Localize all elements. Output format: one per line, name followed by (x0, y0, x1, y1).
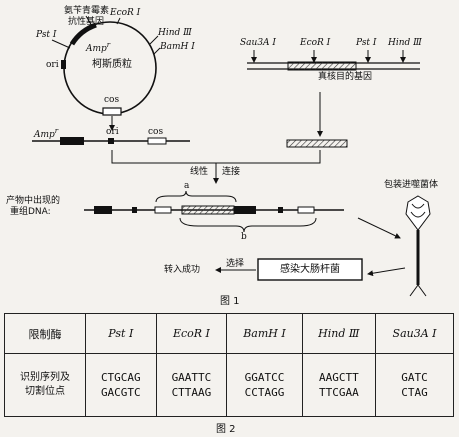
plasmid-name: 柯斯质粒 (92, 59, 132, 70)
amp-label-linear: Ampr (34, 127, 59, 140)
bacteriophage (405, 195, 431, 297)
cos-segment (147, 137, 167, 145)
cos-label-linear: cos (148, 127, 164, 137)
header-pst: Pst Ⅰ (85, 313, 157, 354)
ori-label-linear: ori (106, 127, 119, 137)
brace-b-label: b (241, 232, 247, 242)
pst-label: Pst Ⅰ (36, 30, 57, 40)
header-hind: Hind Ⅲ (301, 313, 377, 354)
linearized-plasmid (32, 137, 190, 145)
sau-label: Sau3A Ⅰ (240, 38, 276, 48)
enzyme-header-row: 限制酶 Pst Ⅰ EcoR Ⅰ BamH Ⅰ Hind Ⅲ Sau3A Ⅰ (4, 313, 454, 354)
pst-label-2: Pst Ⅰ (356, 38, 377, 48)
bamh-label: BamH Ⅰ (160, 42, 195, 52)
cosmid-plasmid (51, 15, 161, 116)
figure-2-caption: 图 2 (216, 424, 236, 435)
brace-a-label: a (184, 181, 190, 191)
package-label: 包装进噬菌体 (384, 180, 439, 190)
enzyme-table: 限制酶 Pst Ⅰ EcoR Ⅰ BamH Ⅰ Hind Ⅲ Sau3A Ⅰ 识… (4, 313, 454, 417)
target-gene-label: 真核目的基因 (318, 72, 373, 82)
infect-ecoli-box (257, 258, 363, 281)
ori-site (61, 60, 66, 69)
ligate-label: 连接 (222, 167, 241, 177)
success-label: 转入成功 (164, 265, 201, 275)
ecor-label-2: EcoR Ⅰ (300, 38, 331, 48)
ori-label: ori (46, 60, 59, 70)
figure-1-caption: 图 1 (220, 296, 240, 307)
amp-gene-segment (60, 137, 84, 145)
recombinant-dna (84, 190, 344, 233)
brace-a (155, 190, 237, 203)
header-sau: Sau3A Ⅰ (375, 313, 454, 354)
ori-segment (108, 138, 114, 144)
ecor-label: EcoR Ⅰ (110, 8, 141, 18)
header-bamh: BamH Ⅰ (226, 313, 303, 354)
hind-label: Hind Ⅲ (158, 28, 192, 38)
target-gene-fragment (286, 139, 348, 148)
cos-label: cos (104, 95, 120, 105)
product-label-line2: 重组DNA: (10, 207, 51, 217)
infect-label: 感染大肠杆菌 (280, 264, 340, 275)
product-label-line1: 产物中出现的 (6, 196, 61, 206)
select-label: 选择 (226, 259, 245, 269)
brace-b (179, 217, 317, 233)
row-label: 识别序列及切割位点 (4, 353, 86, 417)
linearize-label: 线性 (190, 167, 209, 177)
amp-label: Ampr (86, 41, 111, 54)
header-enzyme: 限制酶 (4, 313, 86, 354)
hind-label-2: Hind Ⅲ (388, 38, 422, 48)
cos-site-box (102, 107, 122, 116)
eukaryotic-dna (247, 50, 420, 148)
amp-gene-label-line1: 氨苄青霉素 (64, 6, 110, 16)
header-ecor: EcoR Ⅰ (155, 313, 228, 354)
amp-gene-label-line2: 抗性基因 (68, 17, 105, 27)
amp-resistance-gene (69, 22, 97, 46)
target-gene-segment (287, 61, 357, 71)
